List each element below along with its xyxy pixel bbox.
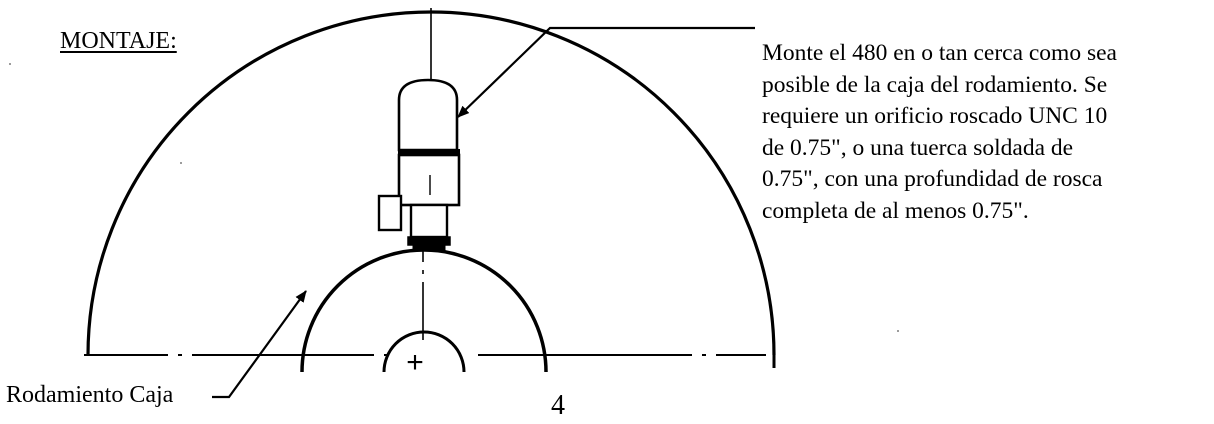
stray-dot xyxy=(180,162,182,164)
sensor-housing xyxy=(397,78,459,152)
sensor-leader-line xyxy=(457,26,755,118)
instruction-line: Monte el 480 en o tan cerca como sea xyxy=(762,40,1117,66)
section-heading: MONTAJE: xyxy=(60,28,177,54)
stray-dot xyxy=(9,63,11,65)
sensor-base xyxy=(397,153,461,207)
sensor-stem xyxy=(409,203,449,239)
bearing-housing-arc xyxy=(300,248,548,373)
sensor-connector xyxy=(377,194,403,232)
instruction-line: 0.75", con una profundidad de rosca xyxy=(762,166,1103,192)
instruction-line: completa de al menos 0.75". xyxy=(762,197,1029,224)
shaft-center-mark: + xyxy=(406,346,424,379)
instruction-line: de 0.75", o una tuerca soldada de xyxy=(762,134,1074,161)
sensor-thread xyxy=(412,244,446,251)
housing-leader-line xyxy=(212,290,307,399)
instruction-line: posible de la caja del rodamiento. Se xyxy=(762,71,1108,98)
shaft-arc xyxy=(382,330,466,373)
mounting-instructions: Monte el 480 en o tan cerca como sea pos… xyxy=(762,38,1214,227)
sensor-480 xyxy=(377,78,461,251)
page-number: 4 xyxy=(551,390,565,421)
stray-dot xyxy=(897,330,899,332)
sensor-nut xyxy=(407,236,451,246)
bearing-housing-label: Rodamiento Caja xyxy=(6,382,174,408)
instruction-line: requiere un orificio roscado UNC 10 xyxy=(762,103,1108,129)
